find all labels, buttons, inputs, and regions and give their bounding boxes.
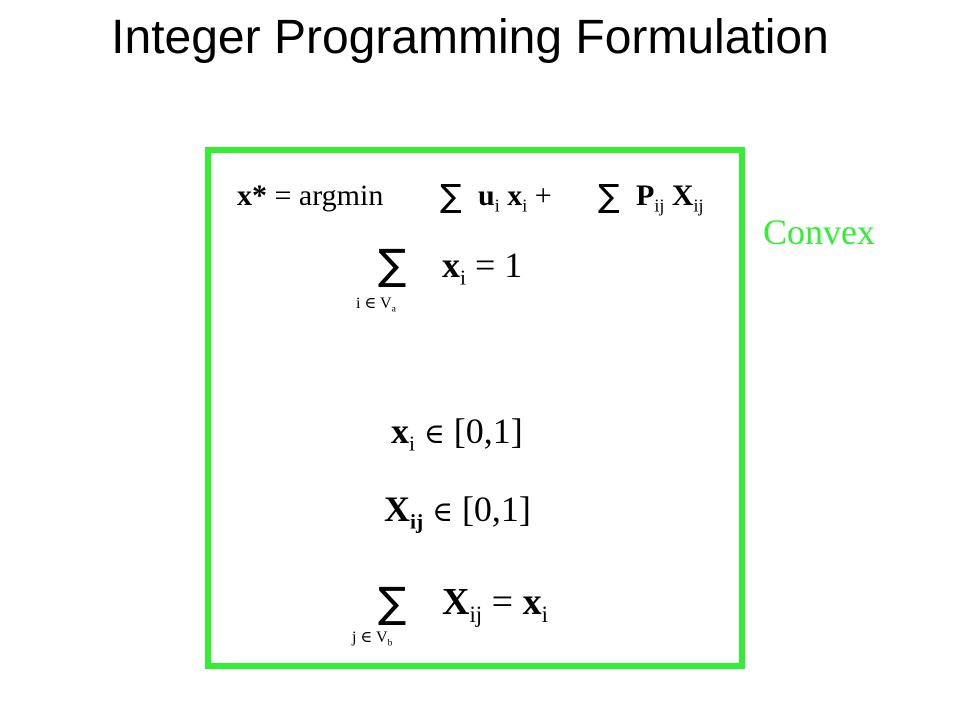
constraint4-index: j ∈ Vb	[352, 627, 393, 649]
objective-lhs: x* = argmin	[237, 176, 383, 216]
constraint1-sum: ∑	[378, 240, 407, 289]
constraint3: Xij ∈ [0,1]	[384, 489, 531, 534]
objective-sum-2: ∑	[598, 177, 620, 215]
constraint1-expr: xi = 1	[442, 245, 523, 290]
objective-term-2: Pij Xij	[636, 179, 704, 216]
constraint4-sum: ∑	[378, 578, 407, 627]
objective-term-1: ui xi +	[478, 179, 552, 216]
convex-annotation: Convex	[763, 212, 875, 252]
argmin-text: = argmin	[274, 179, 384, 212]
constraint4-expr: Xij = xi	[442, 581, 548, 627]
constraint1-index: i ∈ Va	[356, 293, 396, 315]
objective-sum-1: ∑	[440, 177, 462, 215]
plus-sign: +	[534, 179, 552, 212]
x-star: x*	[237, 179, 267, 212]
slide-title: Integer Programming Formulation	[111, 11, 829, 64]
formulation-box	[205, 147, 745, 669]
constraint2: xi ∈ [0,1]	[391, 411, 523, 456]
